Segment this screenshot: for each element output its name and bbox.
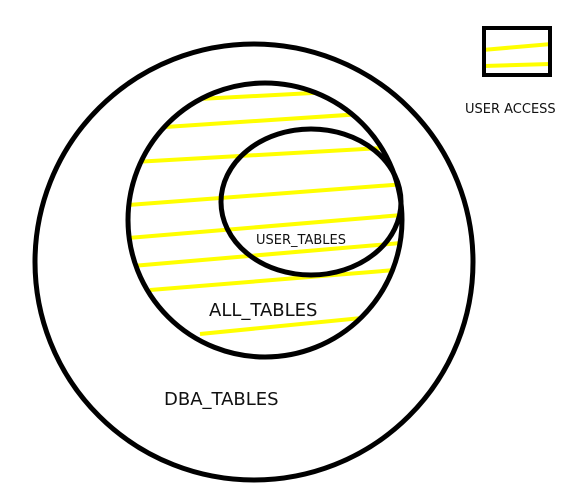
- all-tables-circle: [125, 80, 405, 360]
- legend-label: USER ACCESS: [465, 102, 556, 117]
- user-tables-circle: [218, 126, 404, 278]
- legend: USER ACCESS: [465, 26, 556, 117]
- legend-swatch: [482, 26, 552, 77]
- hatch-line: [220, 70, 340, 76]
- hatch-line: [199, 314, 383, 336]
- hatch-line: [149, 266, 402, 292]
- dba-tables-circle: [32, 41, 476, 483]
- user-tables-label: USER_TABLES: [256, 233, 346, 248]
- hatch-line: [128, 180, 402, 207]
- legend-hatch-line: [484, 42, 550, 52]
- all-tables-label: ALL_TABLES: [209, 300, 317, 321]
- user-access-hatching: [128, 70, 402, 336]
- dba-tables-label: DBA_TABLES: [164, 389, 279, 410]
- hatch-line: [128, 210, 402, 240]
- legend-hatch-line: [484, 62, 550, 68]
